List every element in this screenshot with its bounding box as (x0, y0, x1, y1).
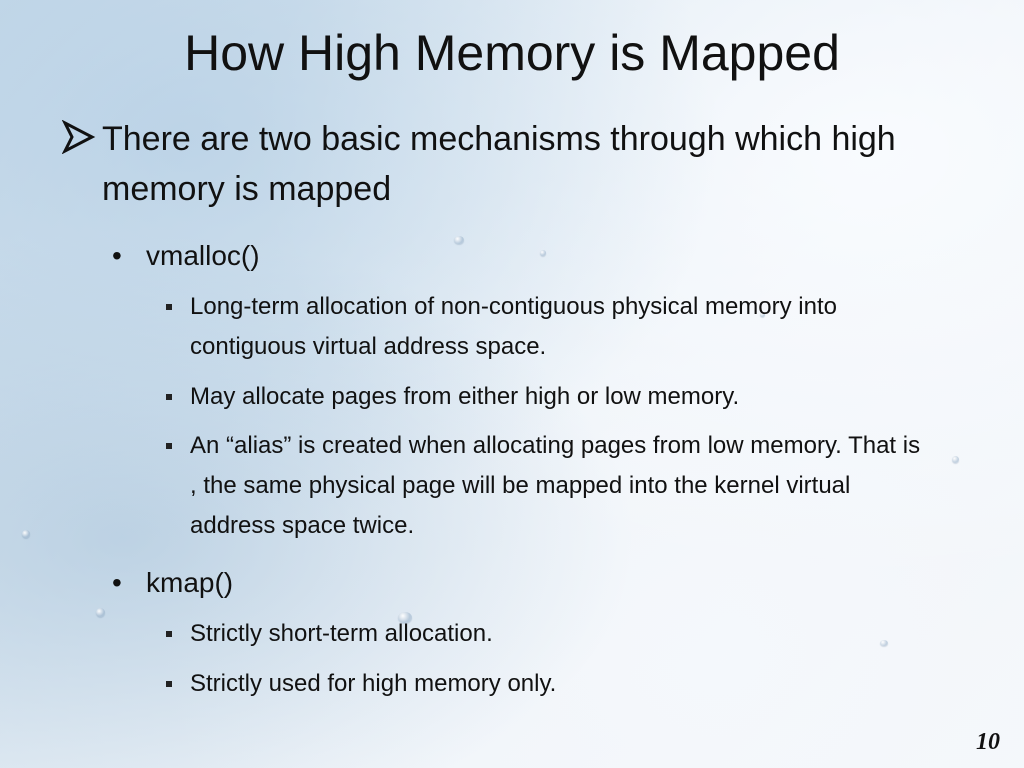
sub-bullet: An “alias” is created when allocating pa… (162, 426, 922, 546)
sub-bullet-text: Long-term allocation of non-contiguous p… (190, 293, 838, 360)
sub-bullet-text: Strictly used for high memory only. (190, 670, 557, 697)
sub-bullet: Strictly short-term allocation. (162, 614, 922, 654)
sub-bullet: Long-term allocation of non-contiguous p… (162, 287, 922, 367)
slide-title: How High Memory is Mapped (184, 25, 840, 81)
main-bullet-text: There are two basic mechanisms through w… (102, 120, 896, 208)
sub-bullet: Strictly used for high memory only. (162, 664, 922, 704)
page-number: 10 (976, 729, 1000, 755)
water-droplet-decoration (398, 612, 412, 623)
water-droplet-decoration (760, 312, 765, 317)
square-bullet (166, 681, 172, 687)
water-droplet-decoration (454, 236, 464, 244)
sub-bullet-text: Strictly short-term allocation. (190, 620, 493, 647)
square-bullet (166, 304, 172, 310)
round-bullet: • (112, 567, 122, 598)
round-bullet: • (112, 240, 122, 271)
square-bullet (166, 394, 172, 400)
sub-bullet: May allocate pages from either high or l… (162, 377, 922, 417)
water-droplet-decoration (880, 640, 888, 646)
bullet-vmalloc: • vmalloc() (110, 236, 910, 276)
arrow-bullet-icon (62, 120, 96, 154)
bullet-vmalloc-label: vmalloc() (146, 240, 260, 271)
water-droplet-decoration (540, 250, 546, 256)
sub-bullet-text: An “alias” is created when allocating pa… (190, 432, 921, 539)
main-bullet: There are two basic mechanisms through w… (62, 114, 942, 214)
water-droplet-decoration (96, 608, 105, 617)
water-droplet-decoration (952, 456, 959, 463)
square-bullet (166, 443, 172, 449)
bullet-kmap-label: kmap() (146, 567, 234, 598)
square-bullet (166, 631, 172, 637)
sub-bullet-text: May allocate pages from either high or l… (190, 383, 740, 410)
bullet-kmap: • kmap() (110, 563, 910, 603)
water-droplet-decoration (22, 530, 30, 538)
